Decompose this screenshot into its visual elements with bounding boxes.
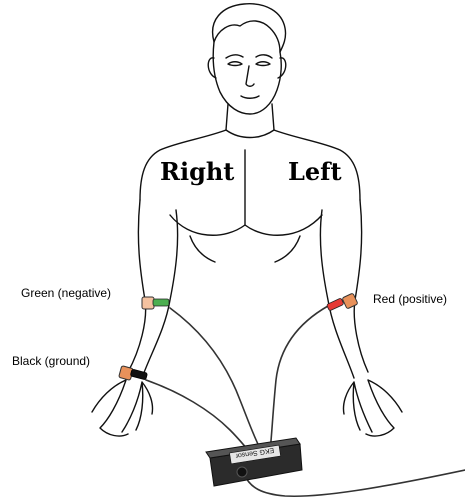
sensor-cable-port — [237, 467, 247, 477]
green-lead-label: Green (negative) — [21, 286, 111, 300]
left-side-label: Left — [288, 157, 342, 186]
ekg-sensor-box: EKG Sensor — [206, 438, 302, 486]
green-lead-wire — [170, 308, 262, 452]
eyebrows — [226, 55, 272, 58]
right-hand — [92, 380, 153, 436]
red-lead-wire — [270, 306, 328, 452]
nose — [246, 66, 254, 86]
left-hand — [343, 380, 402, 436]
clavicles — [226, 130, 274, 138]
red-electrode — [326, 293, 357, 311]
black-lead-wire — [146, 380, 250, 452]
right-side-label: Right — [160, 157, 234, 186]
eyes — [228, 62, 270, 66]
pectorals — [170, 215, 322, 235]
right-arm — [128, 200, 178, 378]
abdomen — [190, 236, 300, 262]
mouth — [241, 96, 259, 98]
green-electrode — [142, 297, 169, 309]
red-electrode-clip — [326, 298, 343, 311]
black-lead-label: Black (ground) — [12, 354, 90, 368]
hair — [213, 4, 286, 52]
green-electrode-clip — [153, 299, 169, 306]
lead-wires — [146, 306, 465, 496]
red-lead-label: Red (positive) — [373, 292, 447, 306]
left-arm — [320, 200, 368, 378]
green-electrode-pad — [142, 297, 154, 309]
black-electrode — [119, 366, 148, 381]
